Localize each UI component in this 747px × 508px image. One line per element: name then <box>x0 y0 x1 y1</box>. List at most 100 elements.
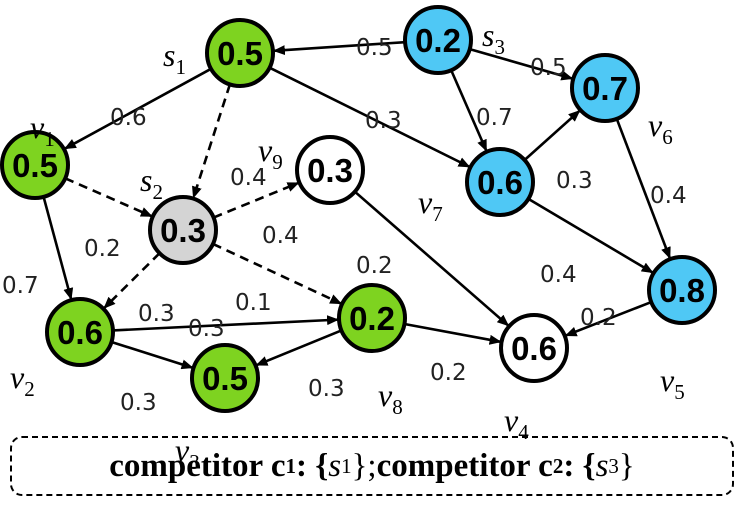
edges-layer <box>42 40 672 370</box>
node-value-v9: 0.3 <box>307 152 353 189</box>
extra-weight-label: 0.1 <box>235 290 272 316</box>
node-value-v4: 0.6 <box>511 330 557 367</box>
node-circle-v2 <box>45 297 115 367</box>
edge-weight-s3-s1: 0.5 <box>356 35 393 61</box>
node-label-v7: v7 <box>418 184 443 226</box>
edge-s3-to-s1 <box>272 40 406 56</box>
legend-c1-prefix: competitor c <box>109 447 286 484</box>
edge-weight-s2-v8: 0.2 <box>356 253 393 279</box>
edge-weight-v7-v6: 0.3 <box>556 168 593 194</box>
edge-s1-to-v7 <box>268 66 471 169</box>
edge-weight-s1-s2: 0.4 <box>230 165 267 191</box>
edge-weight-v8-v4: 0.2 <box>430 360 467 386</box>
edge-weight-v7-v5: 0.4 <box>540 262 577 288</box>
node-circle-v6 <box>570 53 640 123</box>
edge-weight-s3-v6: 0.5 <box>530 55 567 81</box>
node-value-v1: 0.5 <box>12 147 58 184</box>
node-s2: 0.3 <box>148 195 218 265</box>
edge-v8-to-v3 <box>255 329 342 367</box>
legend-c1-seed: s <box>328 447 342 484</box>
legend-close: } <box>618 447 635 484</box>
node-v5: 0.8 <box>647 255 717 325</box>
node-circle-s3 <box>403 5 473 75</box>
edge-v5-to-v4 <box>564 300 652 337</box>
edge-s2-to-v8 <box>212 242 343 305</box>
edge-v2-to-v8 <box>112 315 340 332</box>
node-label-v4: v4 <box>504 402 529 444</box>
node-value-v3: 0.5 <box>202 360 248 397</box>
node-label-s1: s1 <box>163 37 186 79</box>
edge-weight-s1-v7: 0.3 <box>365 108 402 134</box>
edge-weight-s1-v1: 0.6 <box>110 105 147 131</box>
node-v3: 0.5 <box>190 343 260 413</box>
node-value-v2: 0.6 <box>57 314 103 351</box>
edge-weight-s2-v9: 0.4 <box>262 223 299 249</box>
node-label-v9: v9 <box>258 132 283 174</box>
node-v6: 0.7 <box>570 53 640 123</box>
edge-weight-v1-s2: 0.2 <box>84 236 121 262</box>
legend-c2-colon: : { <box>563 447 596 484</box>
node-v9: 0.3 <box>295 135 365 205</box>
node-circle-v9 <box>295 135 365 205</box>
edge-v7-to-v5 <box>527 197 654 274</box>
edge-v9-to-v4 <box>354 190 510 327</box>
node-v8: 0.2 <box>337 283 407 353</box>
legend-c1-seed-subscript: 1 <box>341 453 352 478</box>
node-label-v5: v5 <box>660 362 685 404</box>
edge-s3-to-v7 <box>450 69 488 152</box>
node-v7: 0.6 <box>465 147 535 217</box>
node-label-v2: v2 <box>10 359 35 401</box>
node-circle-v1 <box>0 130 70 200</box>
node-value-v5: 0.8 <box>659 272 705 309</box>
node-circle-s1 <box>205 18 275 88</box>
node-label-v3: v3 <box>175 432 200 474</box>
edge-v6-to-v5 <box>615 118 672 260</box>
node-label-s3: s3 <box>482 17 505 59</box>
nodes-layer: 0.5 0.2 0.5 0.3 0.3 0.6 0.7 0.6 0.2 0.5 0.6 0.8 <box>0 5 717 413</box>
node-value-s1: 0.5 <box>217 35 263 72</box>
legend-c2-prefix: competitor c <box>376 447 553 484</box>
node-v4: 0.6 <box>499 313 569 383</box>
legend-separator: }; <box>351 447 377 484</box>
node-circle-v7 <box>465 147 535 217</box>
node-label-v8: v8 <box>378 377 403 419</box>
node-label-v6: v6 <box>648 107 673 149</box>
edge-v2-to-v3 <box>111 340 194 370</box>
node-s3: 0.2 <box>403 5 473 75</box>
edge-weight-v5-v4: 0.2 <box>580 305 617 331</box>
node-value-s3: 0.2 <box>415 22 461 59</box>
edge-s2-to-v9 <box>213 181 300 219</box>
legend-c1-colon: : { <box>295 447 329 484</box>
edge-s1-to-s2 <box>192 84 232 199</box>
edge-weight-v6-v5: 0.4 <box>650 183 687 209</box>
legend-c2-subscript: 2 <box>552 453 564 478</box>
edge-weight-v2-v8: 0.3 <box>188 316 225 342</box>
node-s1: 0.5 <box>205 18 275 88</box>
edge-weight-v2-v3: 0.3 <box>120 390 157 416</box>
node-circle-v5 <box>647 255 717 325</box>
node-circle-v3 <box>190 343 260 413</box>
node-value-v7: 0.6 <box>477 164 523 201</box>
node-label-s2: s2 <box>140 162 163 204</box>
edge-s3-to-v6 <box>469 47 574 81</box>
legend-c2-seed: s <box>595 447 609 484</box>
node-value-v6: 0.7 <box>582 70 628 107</box>
edge-v1-to-v2 <box>42 196 74 301</box>
node-v1: 0.5 <box>0 130 70 200</box>
edge-v1-to-s2 <box>64 177 153 218</box>
edge-weight-v1-v2: 0.7 <box>2 273 39 299</box>
legend-c2-seed-subscript: 3 <box>608 453 619 478</box>
node-v2: 0.6 <box>45 297 115 367</box>
node-circle-s2 <box>148 195 218 265</box>
edge-s2-to-v2 <box>103 252 161 309</box>
node-circle-v4 <box>499 313 569 383</box>
node-circle-v8 <box>337 283 407 353</box>
edge-v7-to-v6 <box>523 109 581 161</box>
edge-weight-v8-v3: 0.3 <box>308 376 345 402</box>
edge-weight-s2-v2: 0.3 <box>138 301 175 327</box>
edge-s1-to-v1 <box>63 67 212 150</box>
